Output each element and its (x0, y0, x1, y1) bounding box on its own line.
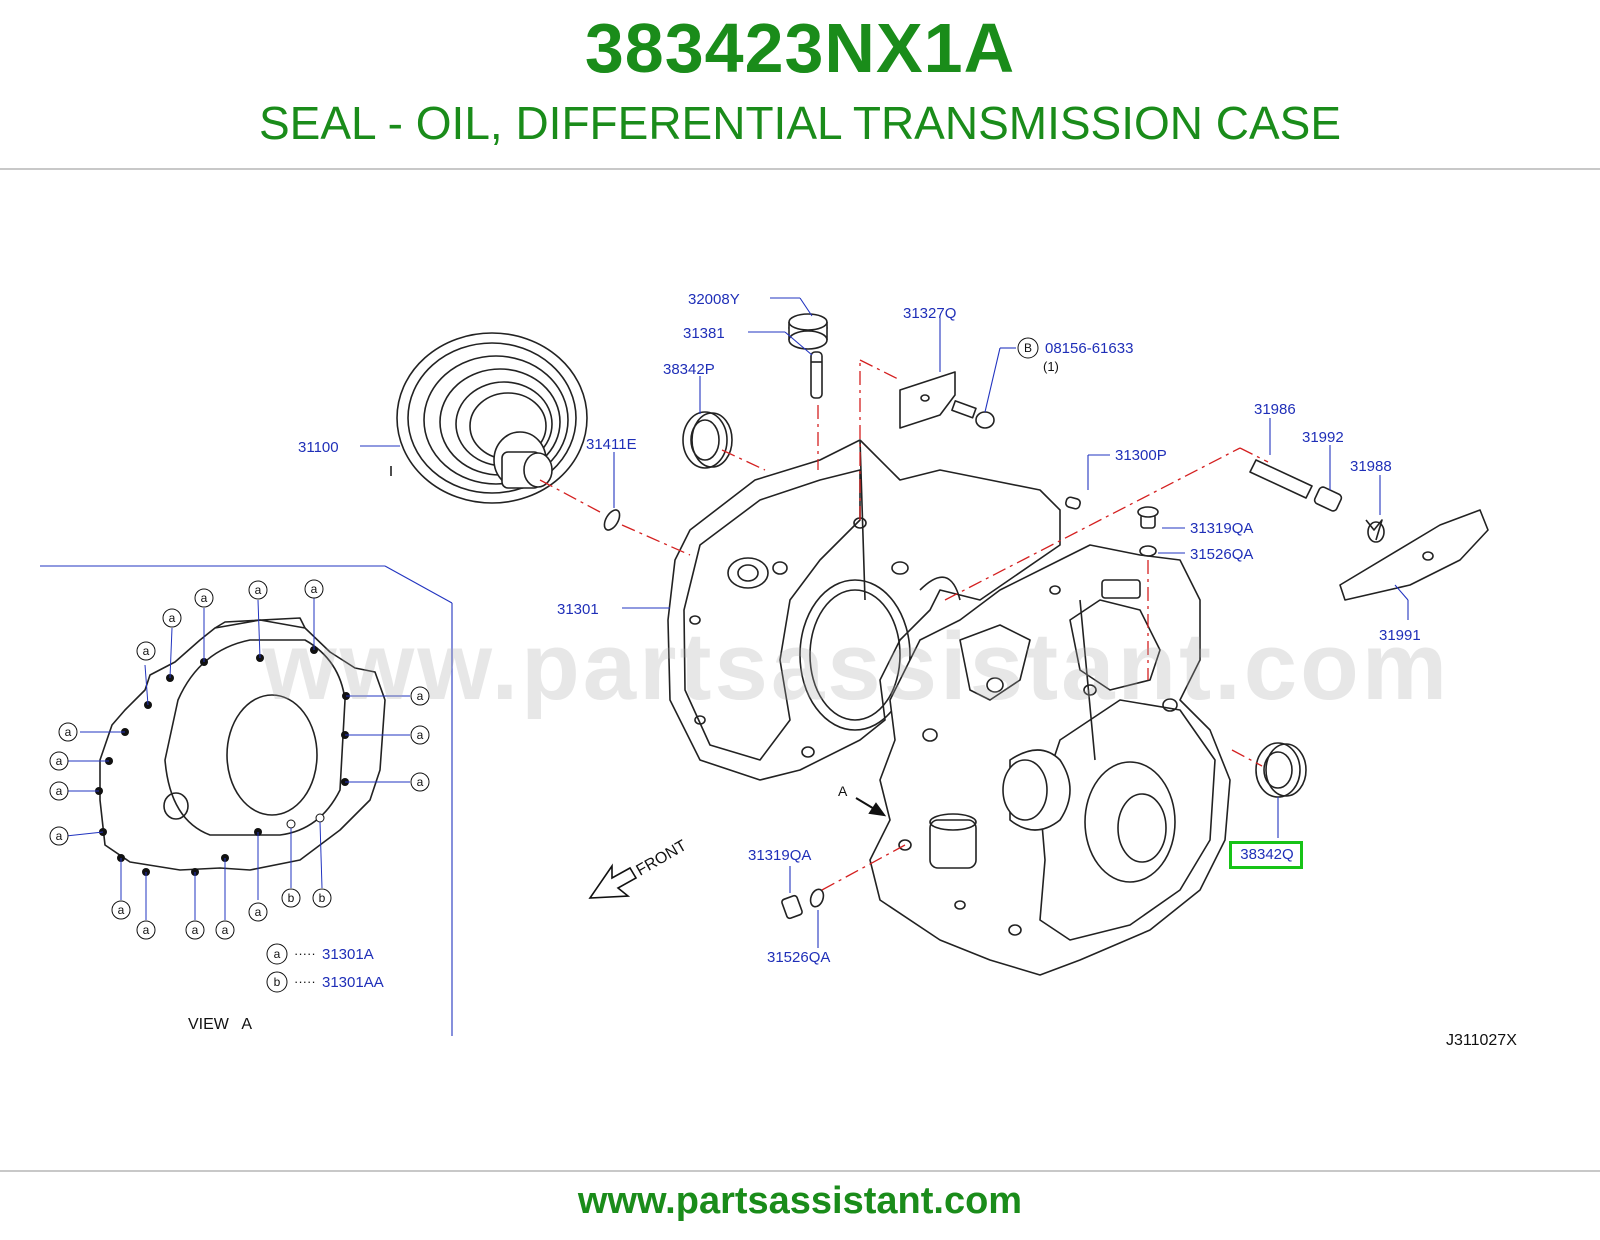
label-31411E: 31411E (586, 436, 637, 453)
label-31301: 31301 (557, 601, 599, 618)
footer-divider (0, 1170, 1600, 1172)
marker-a: a (143, 644, 150, 658)
marker-a: a (311, 582, 318, 596)
label-32008Y: 32008Y (688, 291, 740, 308)
marker-b: b (288, 891, 295, 905)
view-a-arrow-label: A (838, 783, 848, 799)
marker-a: a (56, 784, 63, 798)
red-leader-lines (539, 359, 1269, 891)
part-description: SEAL - OIL, DIFFERENTIAL TRANSMISSION CA… (258, 97, 1342, 149)
marker-a: a (118, 903, 125, 917)
marker-a: a (192, 923, 199, 937)
converter-housing-drawing (667, 439, 1061, 781)
label-31381: 31381 (683, 325, 725, 342)
legend-marker-a: a (274, 947, 281, 961)
label-31319QA-bottom: 31319QA (748, 847, 811, 864)
torque-converter-drawing (390, 332, 588, 504)
legend-part-31301A: 31301A (322, 946, 374, 963)
marker-b: b (319, 891, 326, 905)
marker-a: a (417, 728, 424, 742)
marker-a: a (222, 923, 229, 937)
label-31100: 31100 (298, 439, 339, 456)
footer-url[interactable]: www.partsassistant.com (577, 1180, 1023, 1222)
page-header: 383423NX1A SEAL - OIL, DIFFERENTIAL TRAN… (0, 0, 1600, 170)
watermark: www.partsassistant.com (262, 613, 1451, 720)
marker-a: a (169, 611, 176, 625)
label-31327Q: 31327Q (903, 305, 956, 322)
view-a-bolt-holes (286, 813, 325, 829)
label-31319QA-top: 31319QA (1190, 520, 1253, 537)
bolt-marker-b: B (1024, 341, 1032, 355)
view-a-gasket-drawing (99, 617, 386, 871)
label-38342P: 38342P (663, 361, 715, 378)
legend-marker-b: b (274, 975, 281, 989)
label-31986: 31986 (1254, 401, 1296, 418)
view-a-markers: a a a a a a a a a a a a a a a a a b b a … (49, 337, 1039, 993)
marker-a: a (56, 754, 63, 768)
blue-leader-lines (40, 297, 1409, 1036)
marker-a: a (143, 923, 150, 937)
legend-part-31301AA: 31301AA (322, 974, 384, 991)
legend-dots-b: ····· (294, 974, 316, 989)
part-number-title: 383423NX1A (584, 9, 1016, 87)
label-31300P: 31300P (1115, 447, 1167, 464)
view-a-arrow (855, 797, 887, 817)
label-31992: 31992 (1302, 429, 1344, 446)
marker-a: a (417, 689, 424, 703)
marker-a: a (65, 725, 72, 739)
transmission-case-drawing (869, 544, 1231, 976)
legend-dots-a: ····· (294, 946, 316, 961)
label-31526QA-bottom: 31526QA (767, 949, 830, 966)
label-38342Q-highlighted[interactable]: 38342Q (1240, 846, 1294, 863)
front-arrow (588, 863, 638, 899)
header-divider (0, 168, 1600, 170)
marker-a: a (417, 775, 424, 789)
marker-a: a (255, 583, 262, 597)
front-label: FRONT (634, 837, 690, 879)
label-31526QA-top: 31526QA (1190, 546, 1253, 563)
label-08156-quantity: (1) (1043, 359, 1059, 374)
label-08156-61633: 08156-61633 (1045, 340, 1133, 357)
marker-a: a (255, 905, 262, 919)
marker-a: a (201, 591, 208, 605)
highlighted-part-box[interactable] (1229, 841, 1303, 869)
diagram-code: J311027X (1446, 1032, 1517, 1049)
view-a-leaders (65, 598, 410, 920)
small-parts-drawing (603, 313, 1489, 920)
marker-a: a (56, 829, 63, 843)
label-31988: 31988 (1350, 458, 1392, 475)
view-a-title: VIEW A (188, 1016, 252, 1033)
label-31991: 31991 (1379, 627, 1421, 644)
